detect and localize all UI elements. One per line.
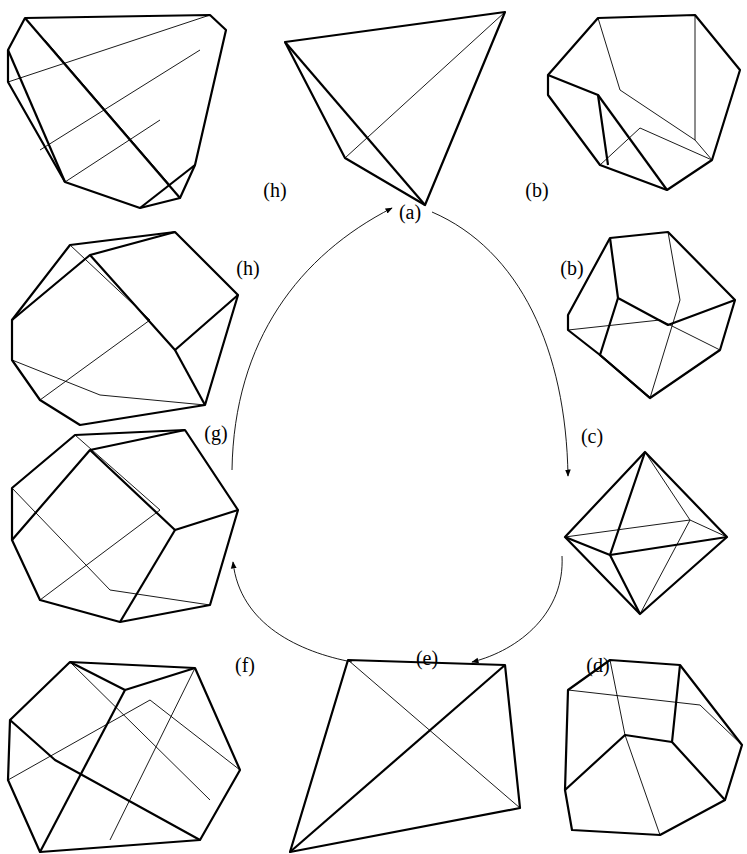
figure-label: (c) — [581, 426, 603, 446]
octahedron — [565, 452, 727, 614]
figure-label: (h) — [263, 180, 286, 200]
figure-label: (e) — [416, 648, 438, 668]
tetrahedron — [285, 12, 505, 205]
figure-label: (a) — [399, 202, 421, 222]
figure-label: (h) — [236, 258, 259, 278]
figure-label: (g) — [204, 423, 227, 443]
truncated-tetrahedron — [8, 15, 226, 208]
cuboctahedron — [12, 430, 238, 622]
figure-label: (f) — [235, 655, 255, 675]
figure-label: (b) — [525, 180, 548, 200]
truncated-polyhedron — [565, 660, 742, 835]
cuboctahedron — [12, 232, 238, 425]
truncated-polyhedron — [8, 662, 240, 852]
tetrahedron — [290, 660, 520, 852]
figure-label: (d) — [586, 655, 609, 675]
truncated-polyhedron — [568, 232, 735, 398]
truncated-polyhedron — [548, 15, 740, 190]
figure-label: (b) — [560, 258, 583, 278]
cycle-arrows — [232, 208, 568, 662]
